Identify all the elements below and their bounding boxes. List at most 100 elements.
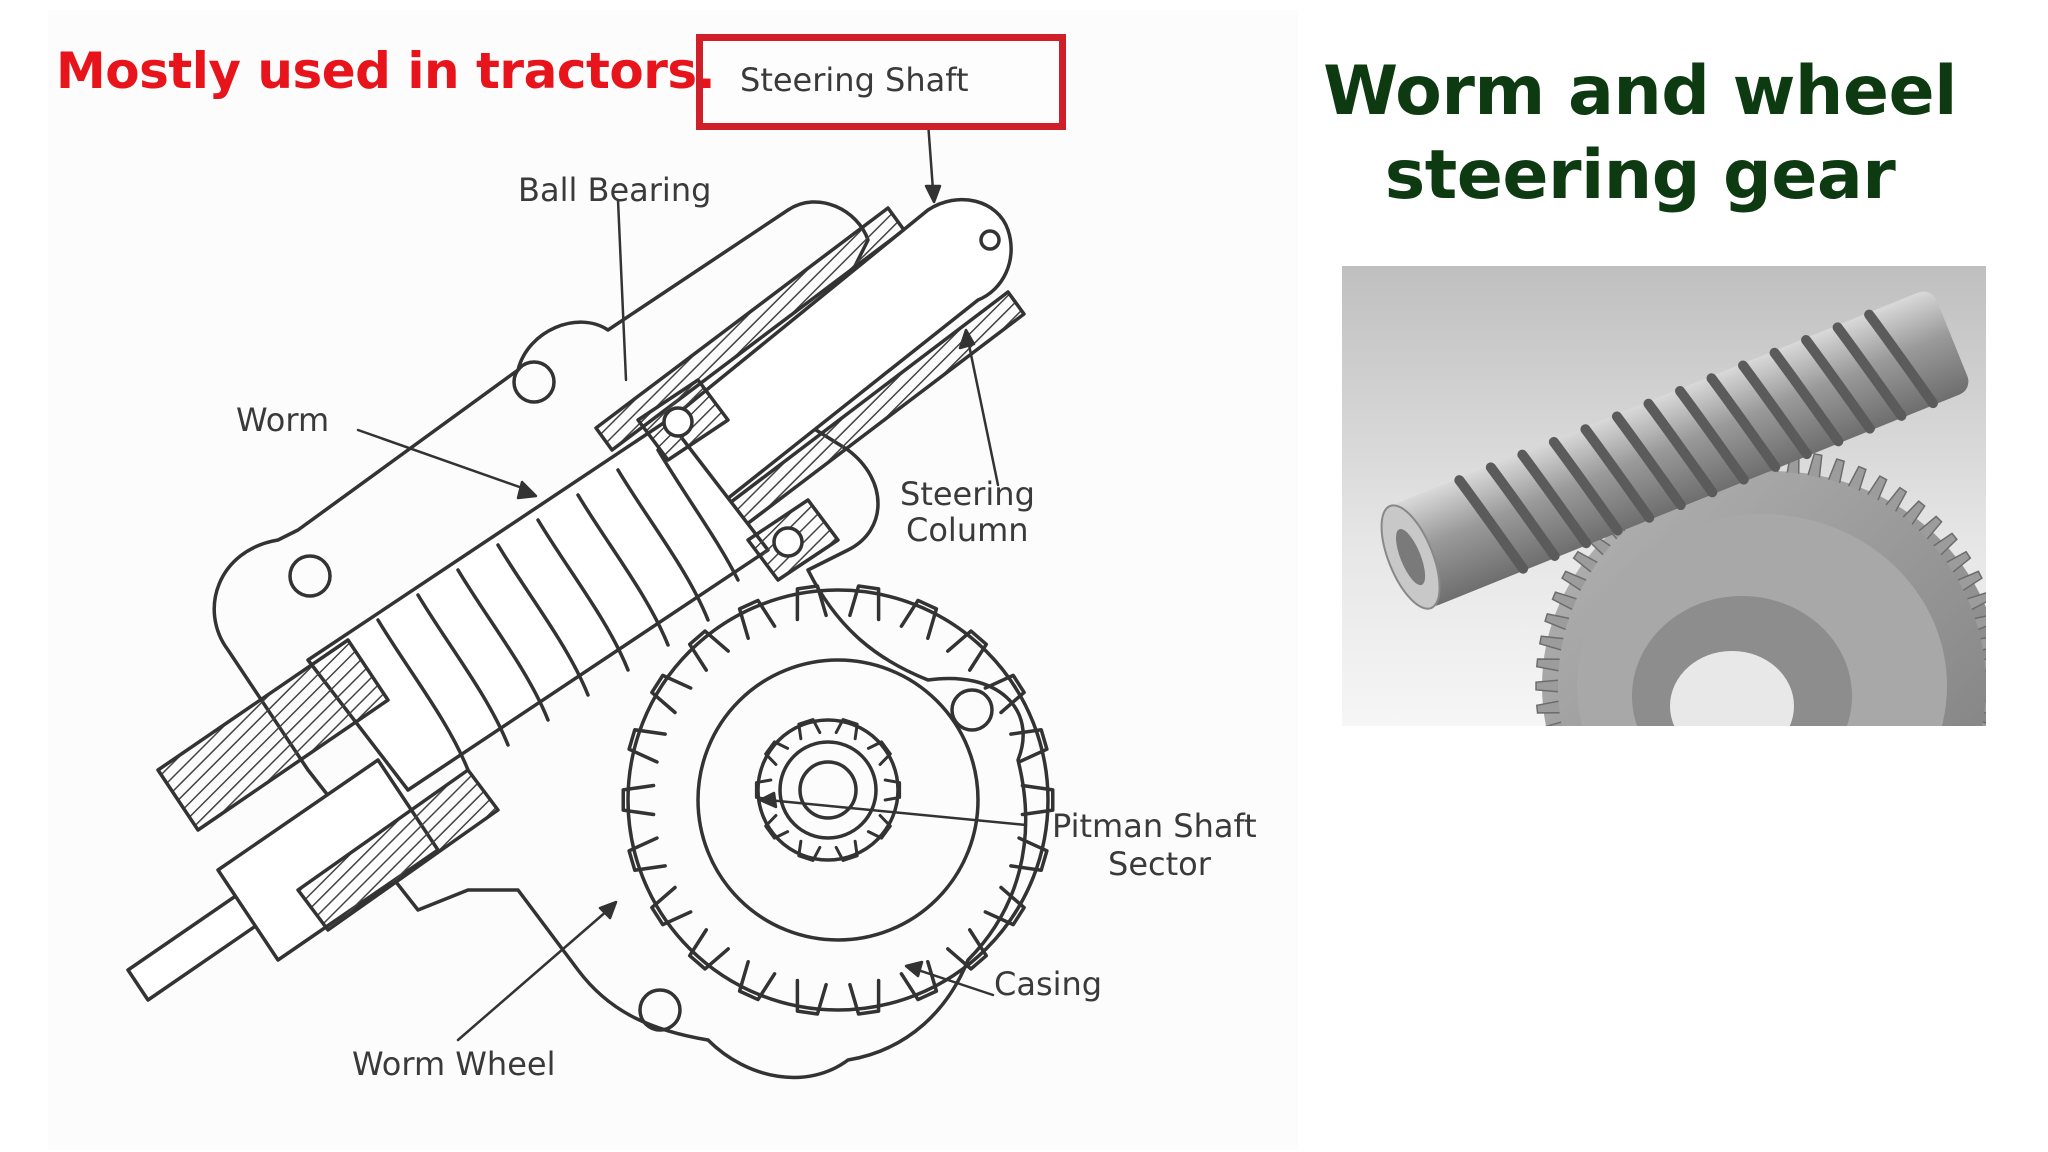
worm-threads <box>376 448 740 772</box>
gear-tooth <box>848 978 881 1016</box>
gear-tooth <box>1980 637 1986 651</box>
worm-wheel-rim <box>626 588 1050 1012</box>
gear-tooth <box>797 839 822 862</box>
gear-tooth <box>1544 612 1570 631</box>
gear-tooth <box>621 783 656 817</box>
gear-tooth <box>1867 475 1888 501</box>
label-steering-column-line1: Steering <box>900 475 1035 513</box>
gear-tooth <box>795 978 828 1016</box>
gear-tooth <box>687 928 730 971</box>
gear-tooth <box>764 814 790 840</box>
gear-tooth <box>764 740 790 766</box>
steering-shaft <box>606 197 1013 532</box>
gear-tooth <box>1535 700 1560 714</box>
label-worm-wheel: Worm Wheel <box>352 1045 556 1083</box>
worm-wheel-teeth <box>621 584 1055 1016</box>
usage-note: Mostly used in tractors. <box>56 42 716 100</box>
gear-tooth <box>1544 721 1562 726</box>
gear-tooth <box>1009 836 1049 872</box>
worm-thread <box>1674 386 1749 485</box>
gear-tooth <box>834 839 859 862</box>
worm-thread <box>1517 449 1592 549</box>
worm-thread <box>1580 424 1655 523</box>
label-pitman-shaft-line1: Pitman Shaft <box>1052 807 1257 845</box>
gear-tooth <box>627 728 667 764</box>
label-steering-shaft: Steering Shaft <box>740 61 969 99</box>
worm-thread <box>1485 462 1560 561</box>
gear-tooth <box>1957 570 1983 591</box>
worm-thread <box>1864 309 1938 409</box>
gear-tooth <box>1967 592 1986 611</box>
mount-hole-1 <box>512 360 556 404</box>
gear-tooth <box>687 629 730 672</box>
worm-thread <box>1454 475 1529 574</box>
gear-tooth <box>797 718 822 741</box>
pitman-hub-outer <box>756 718 900 862</box>
label-casing: Casing <box>994 965 1103 1003</box>
gear-tooth <box>1984 658 1986 672</box>
gear-tooth <box>737 959 777 1002</box>
gear-tooth <box>983 885 1026 927</box>
mount-hole-3 <box>950 688 994 732</box>
gear-tooth <box>737 598 777 641</box>
gear-tooth <box>946 928 989 971</box>
gear-tooth <box>1827 458 1846 484</box>
gear-tooth <box>866 814 892 840</box>
label-pitman-shaft-line2: Sector <box>1108 845 1211 883</box>
lower-bearing-cap <box>156 638 390 832</box>
gear-tooth <box>1982 721 1986 726</box>
gear-tooth <box>1535 679 1559 693</box>
casing-outline <box>212 200 1028 1080</box>
gear-tooth <box>795 584 828 622</box>
label-steering-column-line2: Column <box>906 511 1029 549</box>
gear-tooth <box>899 959 939 1002</box>
gear-tooth <box>883 778 902 802</box>
steering-shaft-highlight-box <box>696 34 1066 130</box>
pitman-spline <box>754 718 902 862</box>
gear-tooth <box>834 718 859 741</box>
worm-thread <box>1769 347 1844 447</box>
gear-tooth <box>848 584 881 622</box>
gear-tooth <box>1535 658 1560 672</box>
gear-tooth <box>1984 700 1986 714</box>
steering-gear-diagram <box>126 120 1055 1080</box>
gear-tooth <box>1538 635 1564 651</box>
gear-tooth <box>1946 550 1972 573</box>
gear-tooth <box>627 836 667 872</box>
gear-tooth <box>1885 486 1908 512</box>
gear-tooth <box>1902 500 1926 525</box>
mount-hole-2 <box>288 554 332 598</box>
slide-title: Worm and wheel steering gear <box>1300 50 1980 218</box>
gear-tooth <box>1020 783 1055 817</box>
worm-wheel-inner <box>696 658 980 942</box>
gear-tooth <box>983 673 1026 715</box>
worm-thread <box>1738 360 1812 460</box>
gear-tooth <box>1974 615 1986 631</box>
label-worm: Worm <box>236 401 330 439</box>
slide-title-line1: Worm and wheel <box>1323 52 1957 131</box>
gear-tooth <box>1918 515 1943 540</box>
gear-tooth <box>1009 728 1049 764</box>
gear-tooth <box>1807 452 1823 478</box>
gear-tooth <box>866 740 892 766</box>
gear-tooth <box>1572 550 1598 573</box>
gear-tooth <box>1561 570 1587 591</box>
worm-thread <box>1643 398 1718 498</box>
gear-tooth <box>650 885 693 927</box>
worm-thread <box>1832 322 1907 421</box>
gear-tooth <box>946 629 989 672</box>
label-ball-bearing: Ball Bearing <box>518 171 712 209</box>
worm-thread <box>1548 436 1623 536</box>
worm-shaft <box>1380 291 1969 610</box>
slide-title-line2: steering gear <box>1384 136 1896 215</box>
gear-tooth <box>1847 465 1867 491</box>
worm-thread <box>1706 373 1781 472</box>
mount-hole-4 <box>638 988 682 1032</box>
worm-thread <box>1611 411 1686 511</box>
leader-lines <box>356 120 1028 1042</box>
gear-tooth <box>650 673 693 715</box>
gear-tooth <box>1551 591 1577 611</box>
gear-tooth <box>899 598 939 641</box>
worm-thread <box>1801 335 1875 434</box>
